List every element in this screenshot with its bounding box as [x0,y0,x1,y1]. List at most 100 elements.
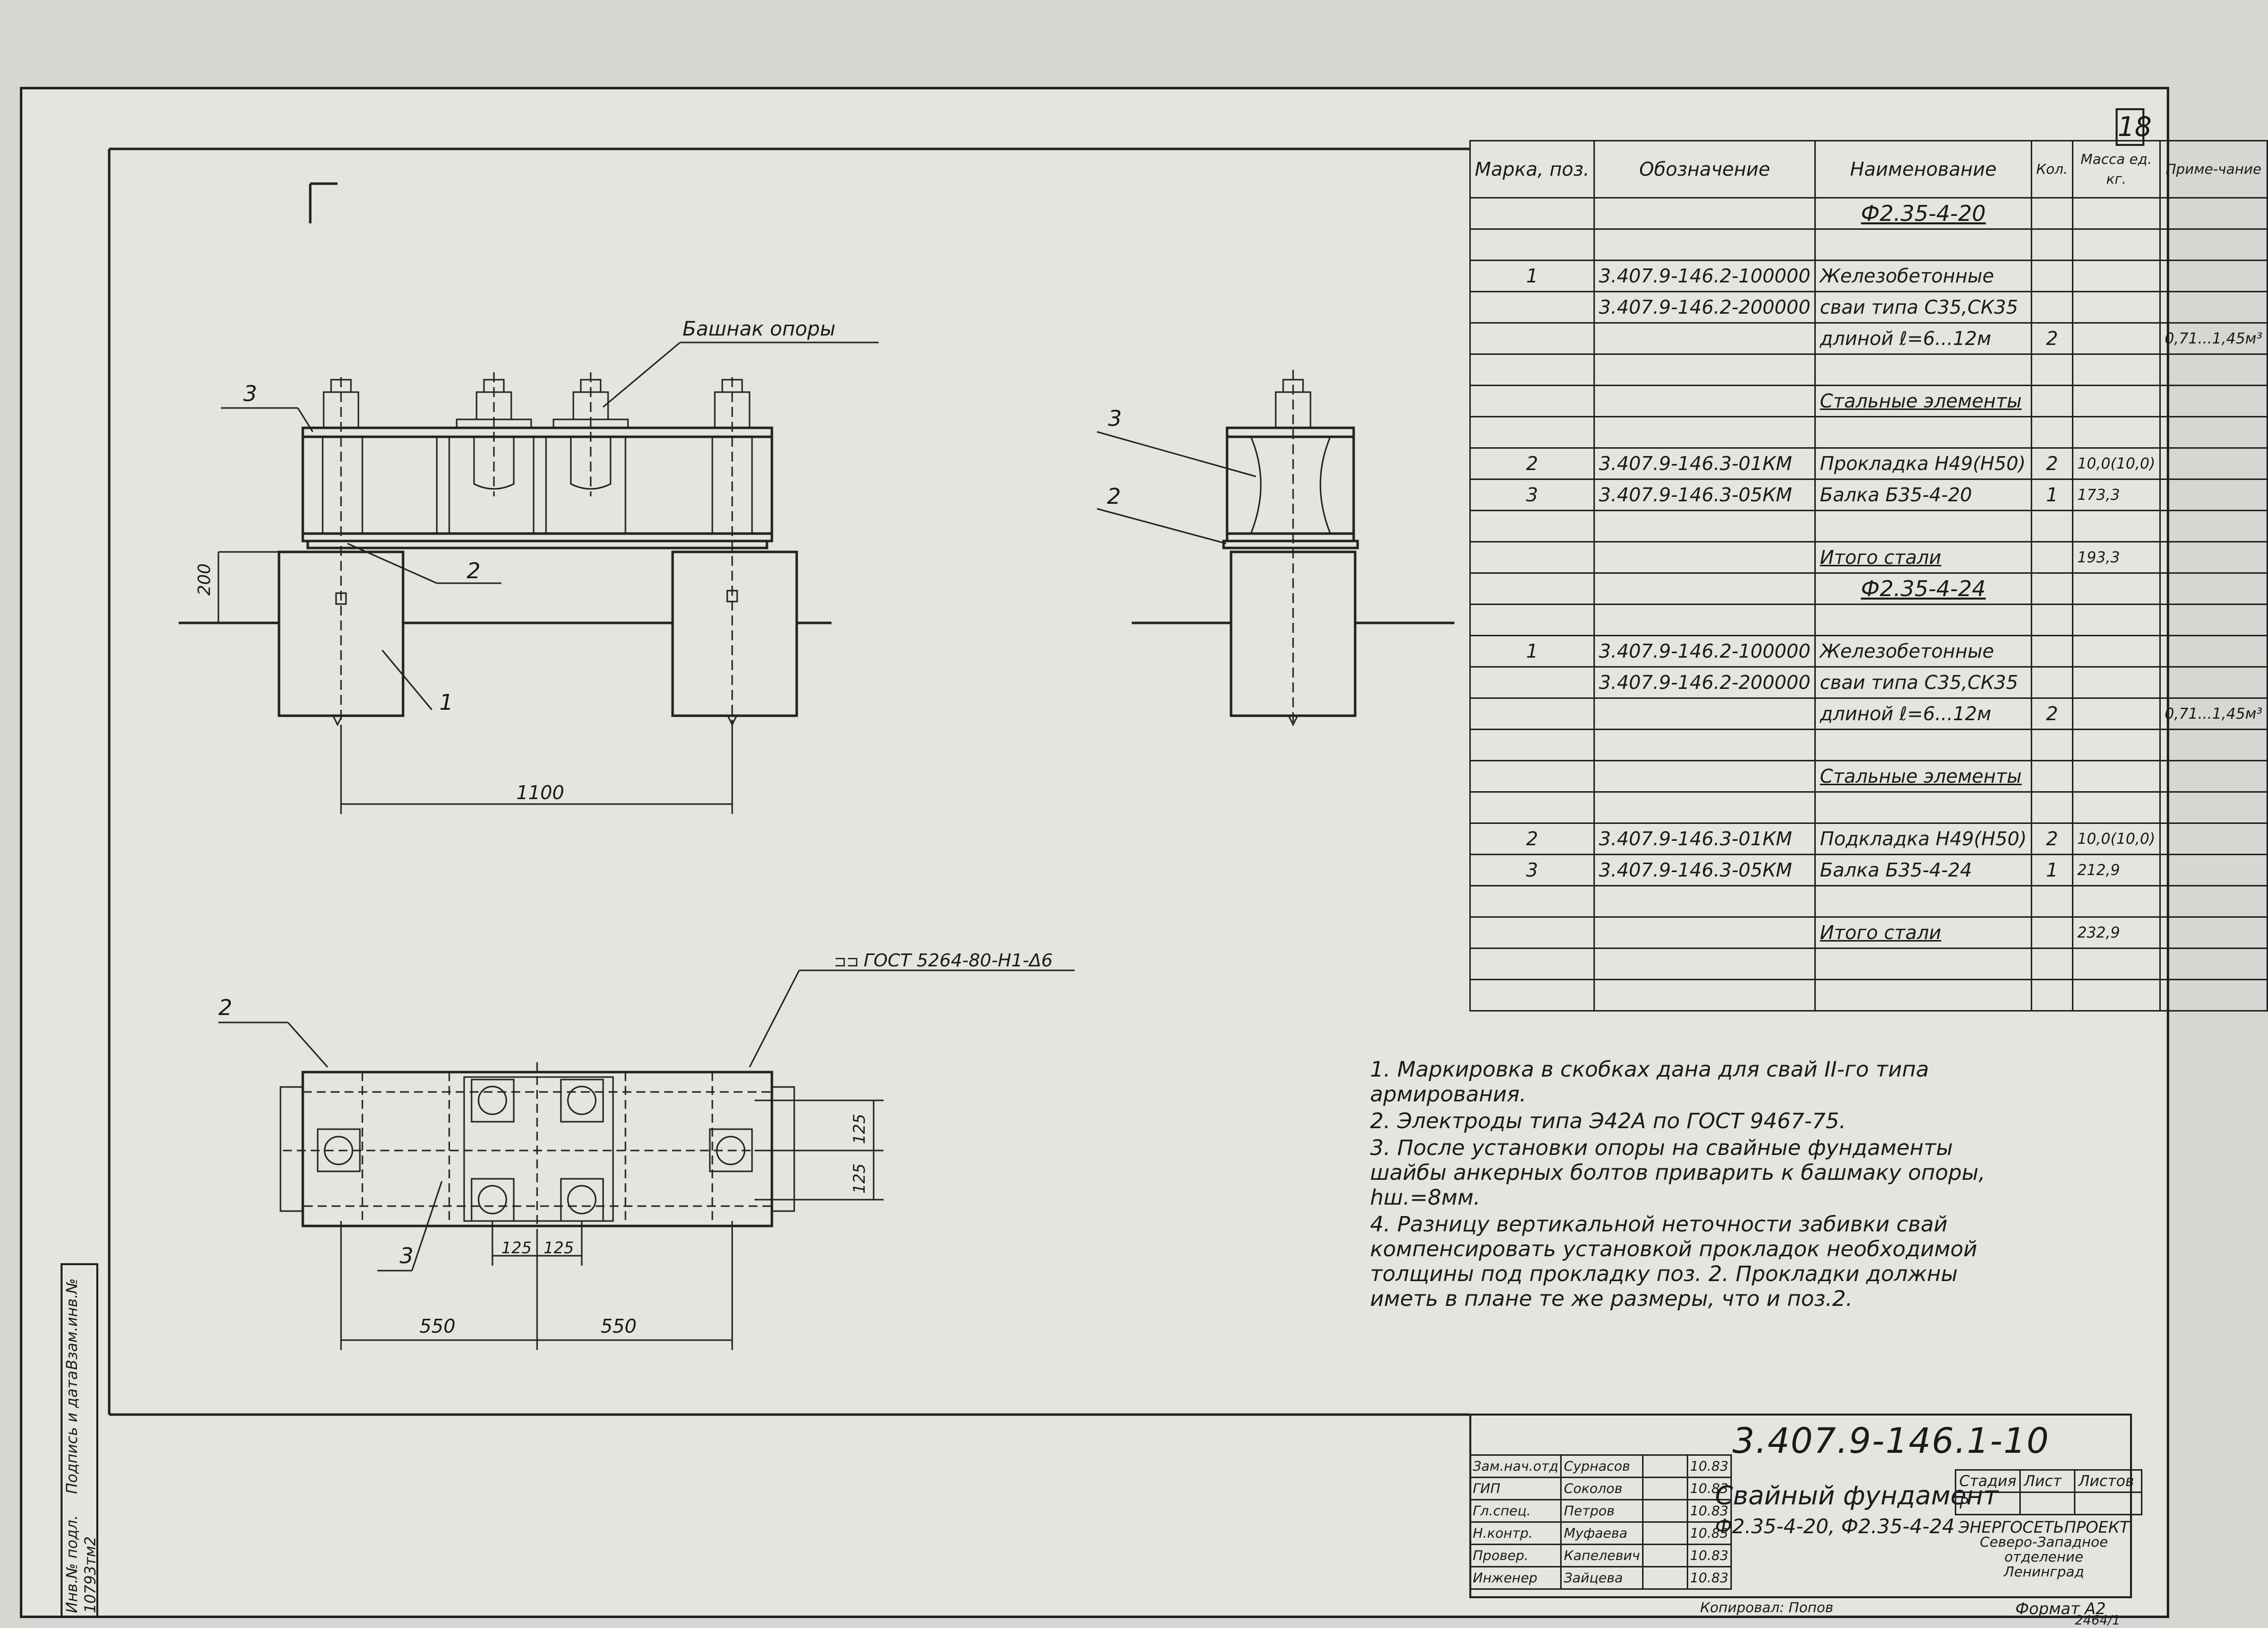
signature-role: Провер. [1469,1544,1562,1567]
table-cell-mark: 1 [1469,260,1595,292]
table-cell-mass: 10,0(10,0) [2071,447,2161,480]
table-row [1469,604,2268,636]
table-cell-designation [1593,979,1816,1012]
weld-callout-text: ГОСТ 5264-80-Н1-Δ6 [863,950,1053,971]
signature-date: 10.83 [1686,1566,1732,1590]
plan-pos2-label: 2 [218,995,232,1020]
table-cell-mark [1469,697,1595,730]
table-cell-mass [2071,604,2161,636]
table-cell-name [1814,729,2033,761]
table-cell-note [2159,447,2268,480]
table-cell-qty [2031,885,2073,918]
table-cell-mass [2071,353,2161,386]
stage-header: Стадия [1954,1469,2021,1493]
table-cell-designation [1593,510,1816,543]
table-cell-qty: 2 [2031,447,2073,480]
table-cell-mass [2071,385,2161,417]
margin-sign-date-label: Подпись и дата [64,1370,81,1494]
table-cell-note [2159,385,2268,417]
spec-header-row: Марка, поз. Обозначение Наименование Кол… [1469,140,2268,199]
table-cell-note [2159,822,2268,855]
table-cell-designation: 3.407.9-146.3-01КМ [1593,447,1816,480]
table-cell-mass [2071,791,2161,824]
table-cell-mass [2071,729,2161,761]
signature-name: Петров [1560,1499,1644,1523]
title-line-1: Свайный фундамент [1715,1481,1998,1511]
table-cell-mark: 2 [1469,822,1595,855]
table-cell-mark [1469,729,1595,761]
table-cell-name: Железобетонные [1814,635,2033,668]
table-cell-name: Ф2.35-4-24 [1814,572,2033,605]
table-cell-designation: 3.407.9-146.3-01КМ [1593,822,1816,855]
table-cell-qty [2031,197,2073,230]
table-cell-designation [1593,729,1816,761]
table-cell-designation [1593,197,1816,230]
header-qty: Кол. [2031,140,2073,199]
table-cell-name [1814,416,2033,449]
table-cell-designation [1593,916,1816,949]
signature-name: Соколов [1560,1477,1644,1500]
document-code: 3.407.9-146.1-10 [1732,1421,2050,1461]
table-cell-designation [1593,353,1816,386]
table-cell-designation [1593,697,1816,730]
table-cell-designation [1593,541,1816,574]
table-cell-note [2159,510,2268,543]
table-cell-name [1814,979,2033,1012]
table-cell-note [2159,760,2268,793]
dim-125-h1-label: 125 [501,1238,532,1257]
table-cell-qty [2031,260,2073,292]
table-cell-designation: 3.407.9-146.2-200000 [1593,291,1816,324]
table-cell-designation [1593,948,1816,980]
table-row [1469,948,2268,980]
table-cell-mass [2071,260,2161,292]
table-cell-mark [1469,979,1595,1012]
dim-550-left-label: 550 [419,1315,456,1337]
signature-sign [1642,1566,1688,1590]
table-cell-note [2159,260,2268,292]
table-cell-designation: 3.407.9-146.2-100000 [1593,635,1816,668]
signature-date: 10.83 [1686,1454,1732,1478]
signature-role: Зам.нач.отд [1469,1454,1562,1478]
signature-sign [1642,1477,1688,1500]
table-cell-qty [2031,948,2073,980]
header-designation: Обозначение [1593,140,1816,199]
table-cell-name [1814,791,2033,824]
table-cell-name [1814,353,2033,386]
table-cell-mass [2071,197,2161,230]
table-cell-qty [2031,729,2073,761]
signature-name: Сурнасов [1560,1454,1644,1478]
table-cell-name [1814,885,2033,918]
table-cell-mass [2071,697,2161,730]
table-cell-mark [1469,197,1595,230]
front-pos3-label: 3 [243,381,257,407]
front-pos1-label: 1 [439,690,453,715]
table-cell-note: 0,71...1,45м³ [2159,322,2268,355]
margin-inv-no-value: 10793тм2 [82,1536,99,1613]
table-cell-note [2159,541,2268,574]
table-cell-mass: 212,9 [2071,854,2161,886]
table-cell-mark [1469,385,1595,417]
sheets-value [2074,1492,2143,1515]
table-row [1469,353,2268,386]
margin-inv-no-label: Инв.№ подл. [64,1515,81,1613]
signature-date: 10.83 [1686,1544,1732,1567]
dim-125-h2-label: 125 [544,1238,574,1257]
general-notes: 1. Маркировка в скобках дана для свай II… [1370,1057,2025,1313]
dim-125-v2-label: 125 [850,1163,869,1194]
stage-table: Стадия Лист Листов Р [1954,1469,2143,1515]
table-row: Стальные элементы [1469,385,2268,417]
table-cell-name [1814,228,2033,261]
table-row [1469,510,2268,543]
table-cell-designation [1593,604,1816,636]
table-cell-mass: 10,0(10,0) [2071,822,2161,855]
